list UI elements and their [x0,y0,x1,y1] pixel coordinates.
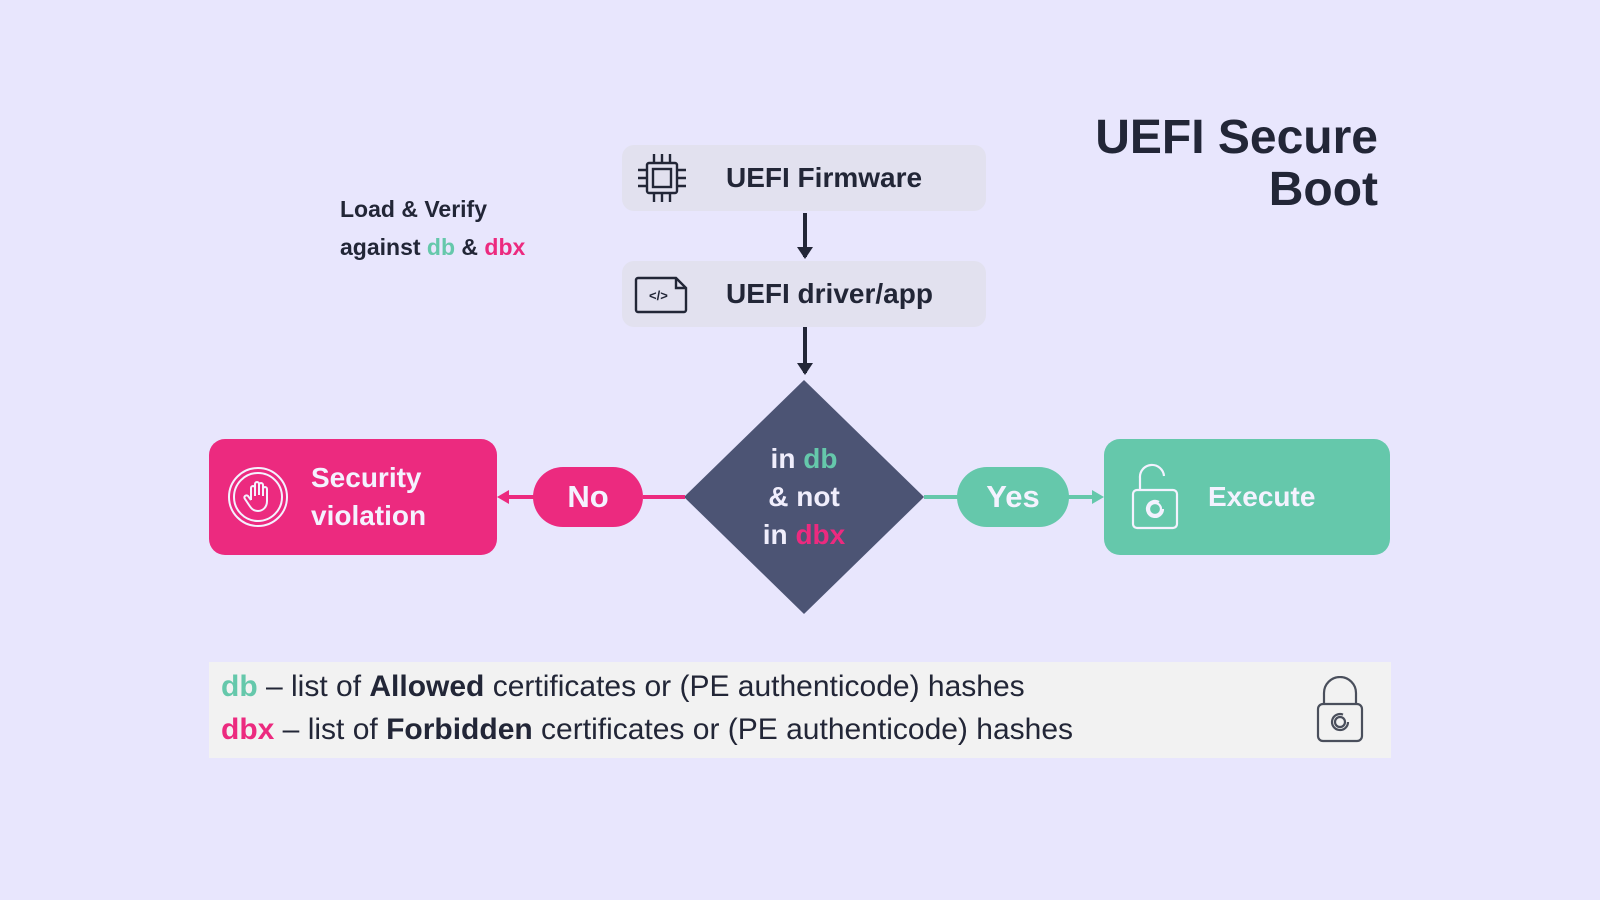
step-label: UEFI driver/app [726,278,933,309]
chip-icon [634,150,690,206]
note-db: db [426,234,456,260]
locked-padlock-icon [1315,675,1365,744]
note-line-1: Load & Verify [340,196,487,222]
step-label: UEFI Firmware [726,162,923,193]
legend-row-db: db – list of Allowed certificates or (PE… [221,670,1025,704]
decision-diamond [684,380,924,614]
title-line-2: Boot [1268,163,1378,216]
yes-connector-line [924,495,959,499]
execute-box: Execute [1104,439,1390,555]
svg-text:</>: </> [649,288,668,303]
step-uefi-firmware: UEFI Firmware [622,145,986,211]
security-violation-box: Security violation [209,439,497,555]
execute-label: Execute [1208,481,1316,512]
legend-dash: – list of [257,670,370,703]
code-file-icon: </> [634,266,690,322]
legend-rest: certificates or (PE authenticode) hashes [484,670,1025,703]
decision-line-2: & not [768,481,840,512]
security-violation-label: Security violation [311,459,426,535]
yes-arrowhead [1092,490,1104,504]
decision-in: in [762,519,796,550]
yes-label: Yes [957,467,1069,527]
arrow-driver-to-decision [797,327,813,375]
legend-panel: db – list of Allowed certificates or (PE… [209,662,1391,758]
note-line-2: against db & dbx [340,228,525,266]
stop-hand-icon [227,466,289,528]
no-label: No [533,467,643,527]
decision-dbx: dbx [795,519,846,550]
no-arrow-line [507,495,535,499]
decision-in: in [770,443,804,474]
legend-key-db: db [221,670,258,703]
arrow-firmware-to-driver [797,213,813,259]
no-connector-line [643,495,685,499]
yes-arrow-line [1068,495,1094,499]
decision-text: in db & not in dbx [684,440,924,554]
violation-line-2: violation [311,500,427,531]
no-arrowhead [497,490,509,504]
violation-line-1: Security [311,462,422,493]
legend-dash: – list of [274,713,387,746]
legend-bold: Forbidden [386,713,533,746]
note-against: against [340,234,427,260]
legend-rest: certificates or (PE authenticode) hashes [532,713,1073,746]
unlocked-padlock-icon [1130,462,1180,532]
decision-line-1: in db [684,440,924,478]
decision-db: db [803,443,838,474]
title-line-1: UEFI Secure [1095,111,1378,164]
note-dbx: dbx [484,234,526,260]
step-uefi-driver-app: </> UEFI driver/app [622,261,986,327]
legend-row-dbx: dbx – list of Forbidden certificates or … [221,713,1073,747]
legend-bold: Allowed [369,670,485,703]
note-amp: & [455,234,485,260]
decision-line-3: in dbx [684,516,924,554]
legend-key-dbx: dbx [221,713,275,746]
load-verify-note: Load & Verify against db & dbx [340,190,525,266]
diagram-title: UEFI Secure Boot [1095,112,1378,216]
